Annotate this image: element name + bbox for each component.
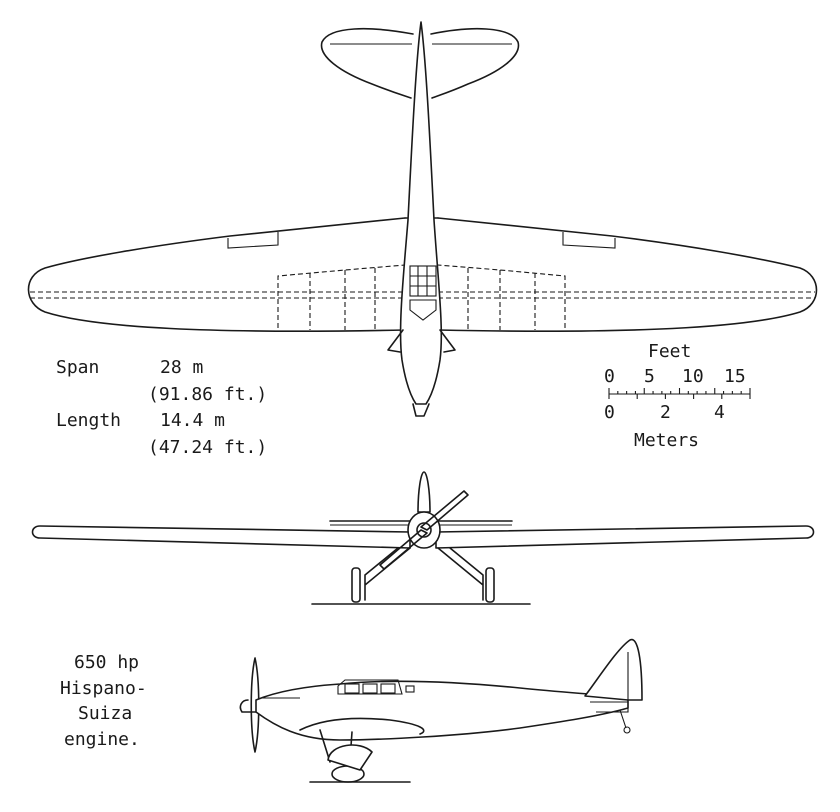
span-metric: 28 m — [160, 357, 203, 378]
meter-tick-0: 0 — [604, 402, 615, 423]
aircraft-front-view-icon — [31, 471, 815, 605]
feet-tick-15: 15 — [724, 366, 746, 387]
span-imperial: (91.86 ft.) — [148, 384, 267, 405]
feet-tick-10: 10 — [682, 366, 704, 387]
meter-tick-4: 4 — [714, 402, 725, 423]
aircraft-side-view-icon — [239, 638, 643, 783]
engine-line-3: Suiza — [78, 703, 132, 724]
length-label: Length — [56, 410, 121, 431]
engine-note: 650 hp Hispano- Suiza engine. — [60, 652, 147, 750]
engine-line-1: 650 hp — [74, 652, 139, 673]
feet-tick-0: 0 — [604, 366, 615, 387]
meters-title: Meters — [634, 430, 699, 451]
scale-ticks — [608, 388, 751, 399]
length-imperial: (47.24 ft.) — [148, 437, 267, 458]
feet-title: Feet — [648, 341, 691, 362]
span-label: Span — [56, 357, 99, 378]
meter-tick-2: 2 — [660, 402, 671, 423]
aircraft-top-view-icon — [27, 21, 818, 417]
length-metric: 14.4 m — [160, 410, 225, 431]
engine-line-2: Hispano- — [60, 678, 147, 699]
engine-line-4: engine. — [64, 729, 140, 750]
feet-tick-5: 5 — [644, 366, 655, 387]
specifications-block: Span 28 m (91.86 ft.) Length 14.4 m (47.… — [56, 357, 267, 458]
scale-bar: Feet 0 5 10 15 0 2 4 Meters — [604, 341, 751, 451]
